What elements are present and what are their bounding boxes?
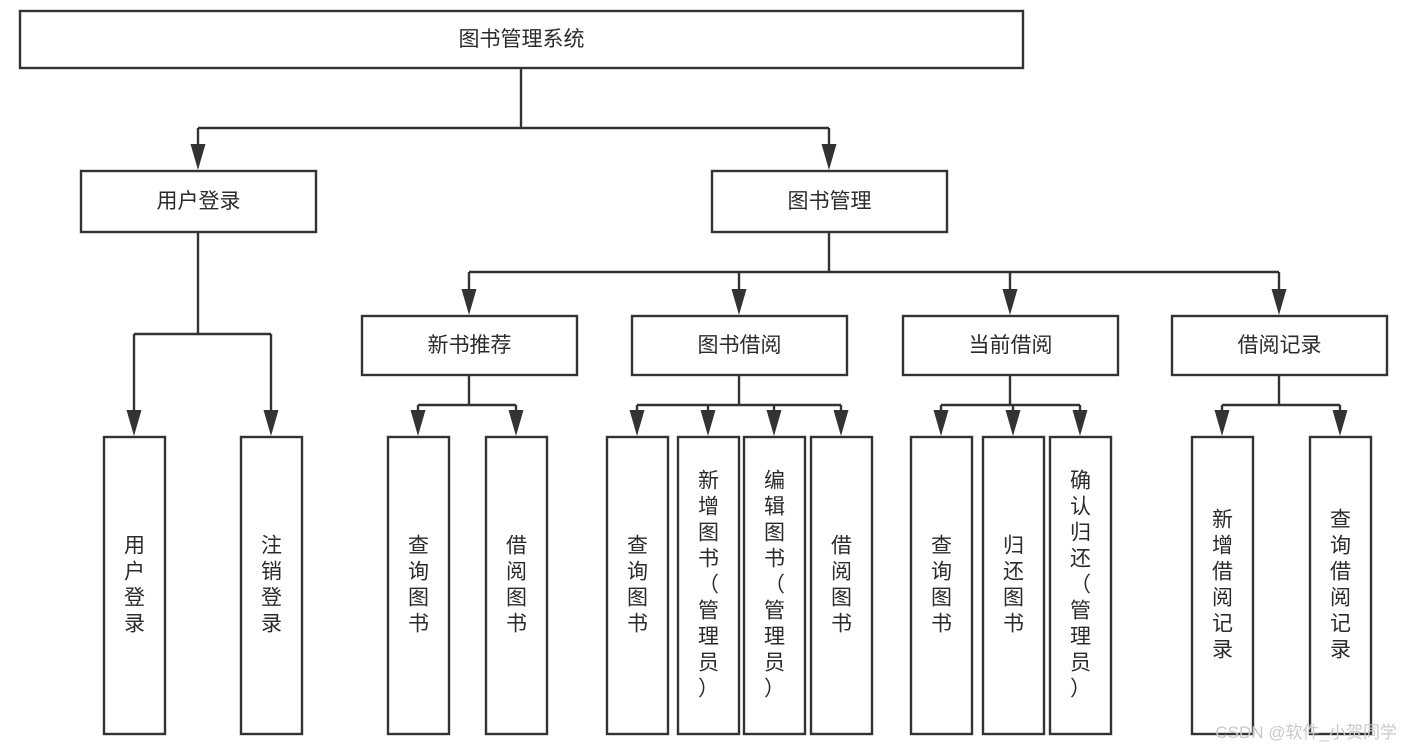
node-label-new-book-rec: 新书推荐 — [428, 334, 512, 357]
node-leaf-query-record[interactable]: 查询借阅记录 — [1308, 435, 1373, 736]
connector-borrow-record — [1214, 375, 1348, 436]
node-box-borrow-record[interactable] — [1170, 314, 1389, 377]
node-label-leaf-add-book: 新增图书（管理员） — [698, 469, 719, 700]
node-label-leaf-borrow-book: 借阅图书 — [831, 534, 852, 635]
node-leaf-user-login[interactable]: 用户登录 — [102, 435, 167, 736]
node-box-leaf-user-login[interactable] — [102, 435, 167, 736]
node-book-manage[interactable]: 图书管理 — [710, 169, 949, 234]
node-leaf-borrow-book-rec[interactable]: 借阅图书 — [484, 435, 549, 736]
node-box-leaf-query-record[interactable] — [1308, 435, 1373, 736]
node-leaf-query-book-rec[interactable]: 查询图书 — [386, 435, 451, 736]
node-box-leaf-borrow-book-rec[interactable] — [484, 435, 549, 736]
node-box-leaf-borrow-book[interactable] — [809, 435, 874, 736]
node-leaf-logout[interactable]: 注销登录 — [239, 435, 304, 736]
node-box-leaf-confirm-return[interactable] — [1048, 435, 1113, 736]
node-leaf-edit-book[interactable]: 编辑图书（管理员） — [742, 435, 807, 736]
node-box-leaf-query-book-cur[interactable] — [909, 435, 974, 736]
connector-book-borrow — [629, 375, 849, 436]
node-box-user-login[interactable] — [79, 169, 318, 234]
node-label-root: 图书管理系统 — [459, 28, 585, 51]
node-label-leaf-query-book-cur: 查询图书 — [931, 534, 952, 635]
connector-current-borrow — [933, 375, 1088, 436]
node-leaf-add-book[interactable]: 新增图书（管理员） — [676, 435, 741, 736]
node-user-login[interactable]: 用户登录 — [79, 169, 318, 234]
node-box-book-borrow[interactable] — [630, 314, 849, 377]
node-borrow-record[interactable]: 借阅记录 — [1170, 314, 1389, 377]
node-box-book-manage[interactable] — [710, 169, 949, 234]
node-label-leaf-return-book: 归还图书 — [1003, 534, 1024, 635]
node-new-book-rec[interactable]: 新书推荐 — [360, 314, 579, 377]
node-box-leaf-logout[interactable] — [239, 435, 304, 736]
node-label-leaf-query-book-rec: 查询图书 — [408, 534, 429, 635]
node-root[interactable]: 图书管理系统 — [18, 9, 1025, 70]
node-leaf-return-book[interactable]: 归还图书 — [981, 435, 1046, 736]
connector-book-manage — [461, 232, 1287, 315]
node-box-leaf-return-book[interactable] — [981, 435, 1046, 736]
node-label-leaf-logout: 注销登录 — [261, 534, 282, 635]
node-box-root[interactable] — [18, 9, 1025, 70]
node-box-new-book-rec[interactable] — [360, 314, 579, 377]
connector-root — [190, 68, 837, 170]
node-label-current-borrow: 当前借阅 — [969, 334, 1053, 357]
node-label-leaf-add-record: 新增借阅记录 — [1212, 508, 1233, 661]
node-leaf-query-book-cur[interactable]: 查询图书 — [909, 435, 974, 736]
node-leaf-add-record[interactable]: 新增借阅记录 — [1190, 435, 1255, 736]
connector-new-book-rec — [410, 375, 524, 436]
node-label-borrow-record: 借阅记录 — [1238, 334, 1322, 357]
node-leaf-borrow-book[interactable]: 借阅图书 — [809, 435, 874, 736]
node-label-book-manage: 图书管理 — [788, 190, 872, 213]
node-label-book-borrow: 图书借阅 — [698, 334, 782, 357]
connectors-layer — [126, 68, 1348, 436]
connector-user-login — [126, 232, 279, 436]
node-label-leaf-edit-book: 编辑图书（管理员） — [764, 469, 785, 700]
node-label-leaf-borrow-book-rec: 借阅图书 — [506, 534, 527, 635]
node-box-leaf-edit-book[interactable] — [742, 435, 807, 736]
node-label-leaf-confirm-return: 确认归还（管理员） — [1070, 469, 1091, 700]
node-current-borrow[interactable]: 当前借阅 — [901, 314, 1120, 377]
node-box-leaf-query-book[interactable] — [605, 435, 670, 736]
node-label-leaf-query-book: 查询图书 — [627, 534, 648, 635]
node-box-leaf-query-book-rec[interactable] — [386, 435, 451, 736]
node-leaf-confirm-return[interactable]: 确认归还（管理员） — [1048, 435, 1113, 736]
node-label-leaf-user-login: 用户登录 — [124, 534, 145, 635]
node-label-user-login: 用户登录 — [157, 190, 241, 213]
node-box-leaf-add-book[interactable] — [676, 435, 741, 736]
node-box-leaf-add-record[interactable] — [1190, 435, 1255, 736]
nodes-layer: 图书管理系统用户登录图书管理新书推荐图书借阅当前借阅借阅记录用户登录注销登录查询… — [18, 9, 1389, 736]
node-leaf-query-book[interactable]: 查询图书 — [605, 435, 670, 736]
node-box-current-borrow[interactable] — [901, 314, 1120, 377]
node-label-leaf-query-record: 查询借阅记录 — [1330, 508, 1351, 661]
node-book-borrow[interactable]: 图书借阅 — [630, 314, 849, 377]
